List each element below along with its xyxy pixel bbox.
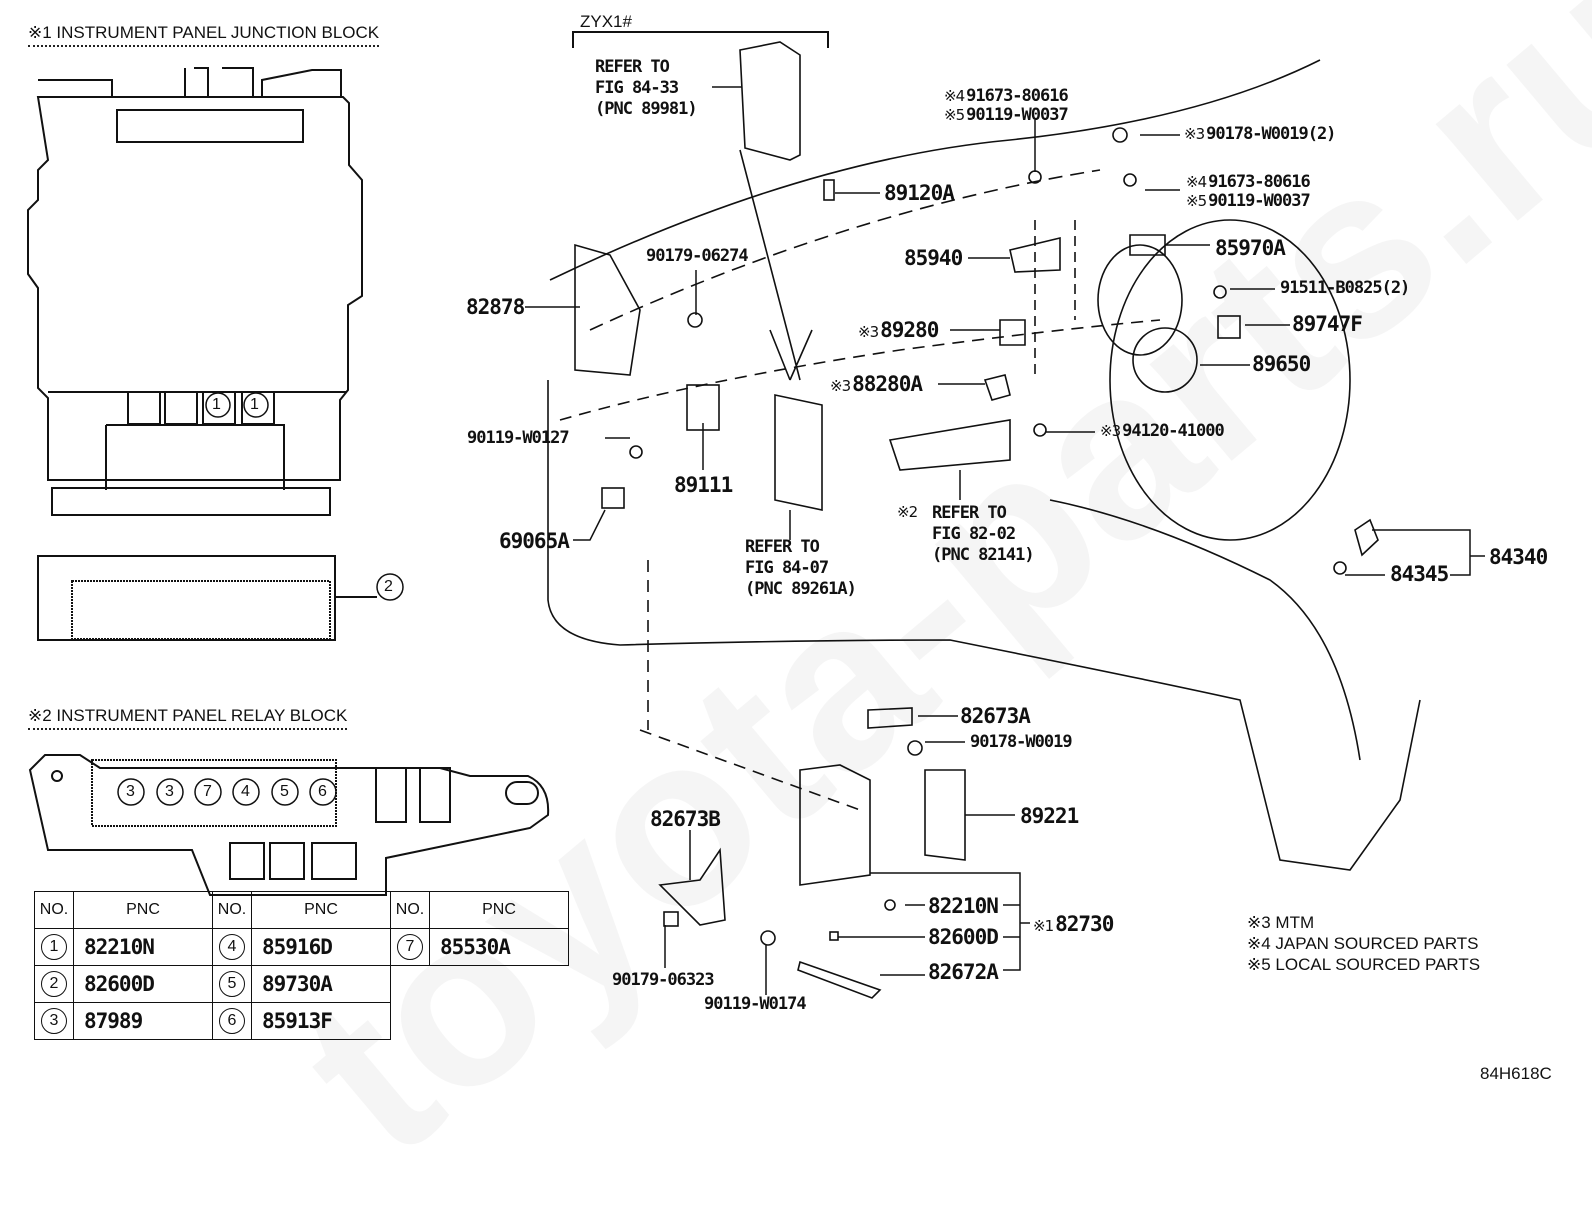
part-88280A[interactable]: ※388280A [830, 372, 923, 396]
variant-label: ZYX1# [580, 12, 632, 31]
part-82210N[interactable]: 82210N [928, 894, 999, 918]
legend-mtm: ※3 MTM [1247, 913, 1315, 932]
refer-fig-84-33[interactable]: REFER TO FIG 84-33 (PNC 89981) [595, 57, 698, 119]
refer-fig-84-07[interactable]: REFER TO FIG 84-07 (PNC 89261A) [745, 537, 857, 599]
mark-5: ※5 [1186, 192, 1207, 210]
relay-slot-1: 3 [126, 783, 135, 800]
part-90178-W0019[interactable]: 90178-W0019 [970, 732, 1073, 752]
relay-slot-4: 4 [241, 783, 250, 800]
row-number: 1 [41, 934, 67, 960]
part-85940[interactable]: 85940 [904, 246, 963, 270]
table-row: 1 82210N 4 85916D 7 85530A [34, 928, 569, 966]
junction-block-title: ※1 INSTRUMENT PANEL JUNCTION BLOCK [28, 23, 380, 47]
part-82673A[interactable]: 82673A [960, 704, 1031, 728]
callout-1b: 1 [250, 396, 259, 413]
relay-slot-2: 3 [165, 783, 174, 800]
relay-slot-6: 6 [318, 783, 327, 800]
pnc-link[interactable]: 85530A [429, 928, 569, 966]
part-82730[interactable]: ※182730 [1033, 912, 1114, 936]
part-89650[interactable]: 89650 [1252, 352, 1311, 376]
table-header-no: NO. [390, 891, 430, 929]
part-82673B[interactable]: 82673B [650, 807, 721, 831]
mark-2: ※2 [897, 503, 918, 521]
part-82878[interactable]: 82878 [466, 295, 525, 319]
row-number: 5 [219, 971, 245, 997]
row-number: 3 [41, 1008, 67, 1034]
part-90179-06274[interactable]: 90179-06274 [646, 246, 749, 266]
table-row: 3 87989 6 85913F [34, 1002, 569, 1040]
relay-block-title: ※2 INSTRUMENT PANEL RELAY BLOCK [28, 706, 348, 730]
part-90119-W0127[interactable]: 90119-W0127 [467, 428, 570, 448]
legend-japan-sourced: ※4 JAPAN SOURCED PARTS [1247, 934, 1479, 953]
relay-block-drawing [28, 754, 550, 896]
part-84345[interactable]: 84345 [1390, 562, 1449, 586]
part-85970A[interactable]: 85970A [1215, 236, 1286, 260]
part-89221[interactable]: 89221 [1020, 804, 1079, 828]
drawing-id: 84H618C [1480, 1064, 1552, 1083]
table-header-pnc: PNC [429, 891, 569, 929]
part-84340[interactable]: 84340 [1489, 545, 1548, 569]
table-header-pnc: PNC [251, 891, 391, 929]
table-header-no: NO. [212, 891, 252, 929]
part-89747F[interactable]: 89747F [1292, 312, 1363, 336]
pnc-table: NO. PNC NO. PNC NO. PNC 1 82210N 4 85916… [34, 891, 569, 1040]
table-header-row: NO. PNC NO. PNC NO. PNC [34, 891, 569, 929]
leader-lines [525, 86, 1485, 995]
row-number: 2 [41, 971, 67, 997]
part-82672A[interactable]: 82672A [928, 960, 999, 984]
callout-1a: 1 [212, 396, 221, 413]
table-header-no: NO. [34, 891, 74, 929]
variant-bracket-line [572, 31, 829, 48]
part-69065A[interactable]: 69065A [499, 529, 570, 553]
mark-3: ※3 [830, 377, 851, 395]
part-90179-06323[interactable]: 90179-06323 [612, 970, 715, 990]
mark-1: ※1 [1033, 917, 1054, 935]
pnc-link[interactable]: 87989 [73, 1002, 213, 1040]
refer-fig-82-02[interactable]: REFER TO FIG 82-02 (PNC 82141) [932, 503, 1035, 565]
junction-block-drawing [27, 67, 377, 641]
part-82600D[interactable]: 82600D [928, 925, 999, 949]
relay-slot-5: 5 [280, 783, 289, 800]
row-number: 6 [219, 1008, 245, 1034]
dashboard-outline [547, 59, 1421, 871]
callout-circles [117, 392, 404, 806]
table-row: 2 82600D 5 89730A [34, 965, 569, 1003]
pnc-link[interactable]: 85916D [251, 928, 391, 966]
row-number: 4 [219, 934, 245, 960]
mark-4: ※4 [944, 87, 965, 105]
components [574, 41, 1379, 999]
part-89280[interactable]: ※389280 [858, 318, 939, 342]
callout-2: 2 [384, 578, 393, 595]
mark-5: ※5 [944, 106, 965, 124]
part-89120A[interactable]: 89120A [884, 181, 955, 205]
pnc-link[interactable]: 89730A [251, 965, 391, 1003]
mark-3: ※3 [858, 323, 879, 341]
row-number: 7 [397, 934, 423, 960]
mark-4: ※4 [1186, 173, 1207, 191]
pnc-link[interactable]: 82600D [73, 965, 213, 1003]
pnc-link[interactable]: 82210N [73, 928, 213, 966]
legend-local-sourced: ※5 LOCAL SOURCED PARTS [1247, 955, 1481, 974]
table-header-pnc: PNC [73, 891, 213, 929]
part-89111[interactable]: 89111 [674, 473, 733, 497]
relay-slot-3: 7 [203, 783, 212, 800]
part-91511-B0825-2[interactable]: 91511-B0825(2) [1280, 278, 1410, 298]
mark-3: ※3 [1100, 422, 1121, 440]
mark-3: ※3 [1184, 125, 1205, 143]
pnc-link[interactable]: 85913F [251, 1002, 391, 1040]
part-90119-W0174[interactable]: 90119-W0174 [704, 994, 807, 1014]
